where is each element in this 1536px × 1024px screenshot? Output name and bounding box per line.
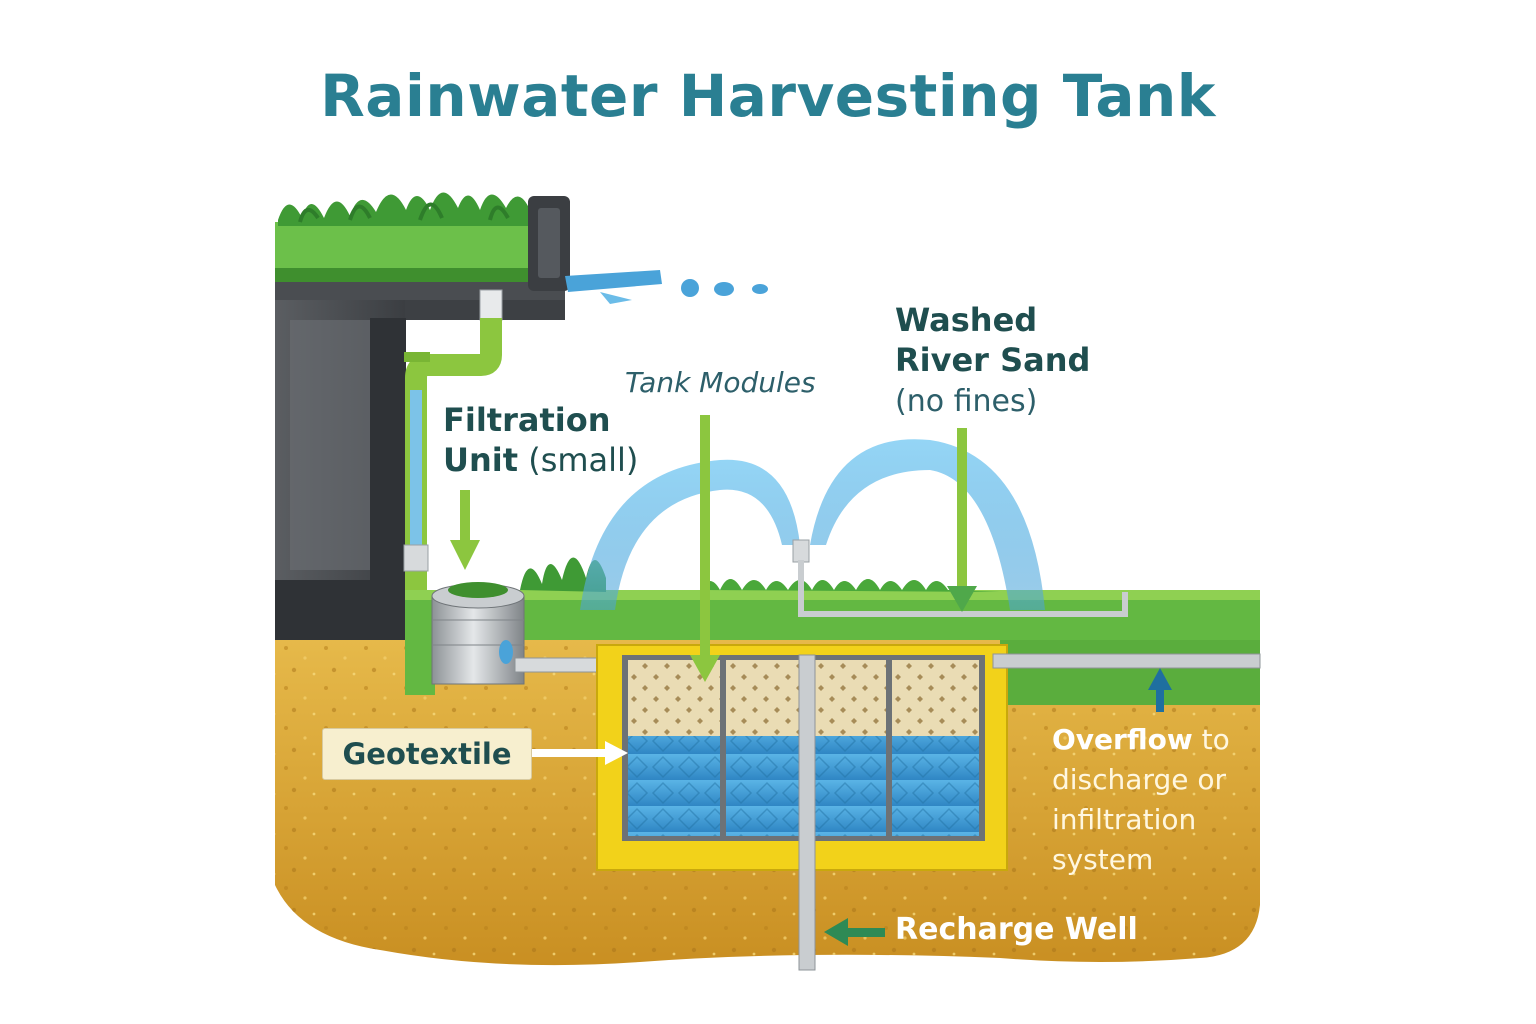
tank-modules-label: Tank Modules [625, 366, 816, 399]
green-roof [275, 192, 570, 291]
recharge-well-pipe [798, 654, 816, 971]
recharge-well-label: Recharge Well [895, 912, 1138, 947]
sand-arrow [947, 428, 977, 612]
overflow-pipe [992, 653, 1261, 669]
overflow-label-to: to [1201, 723, 1230, 756]
overflow-label-line4: system [1052, 843, 1154, 876]
downpipe [403, 289, 503, 590]
diagram-title: Rainwater Harvesting Tank [320, 62, 1216, 130]
filtration-unit [431, 582, 525, 685]
geotextile-arrow [530, 741, 628, 765]
overflow-label: Overflow to discharge or infiltration sy… [1052, 720, 1230, 880]
sand-label-line2: River Sand [895, 341, 1091, 379]
overflow-label-line3: infiltration [1052, 803, 1197, 836]
filtration-unit-label: Filtration Unit (small) [443, 400, 638, 480]
overflow-label-lead: Overflow [1052, 723, 1193, 756]
sand-label-line1: Washed [895, 301, 1038, 339]
inlet-pipe [514, 657, 604, 673]
roof-outlet-jet [565, 270, 768, 304]
sand-label-note: (no fines) [895, 384, 1038, 419]
geotextile-label: Geotextile [322, 728, 532, 780]
filtration-arrow [450, 490, 480, 570]
spray-arches [580, 439, 1128, 617]
tank-modules-arrow [690, 415, 720, 682]
recharge-arrow [824, 918, 885, 946]
overflow-label-line2: discharge or [1052, 763, 1227, 796]
filtration-label-unit: Unit [443, 441, 519, 479]
filtration-label-note: (small) [528, 441, 639, 479]
overflow-arrow [1148, 668, 1172, 712]
washed-river-sand-label: Washed River Sand (no fines) [895, 300, 1090, 422]
filtration-label-line1: Filtration [443, 401, 611, 439]
